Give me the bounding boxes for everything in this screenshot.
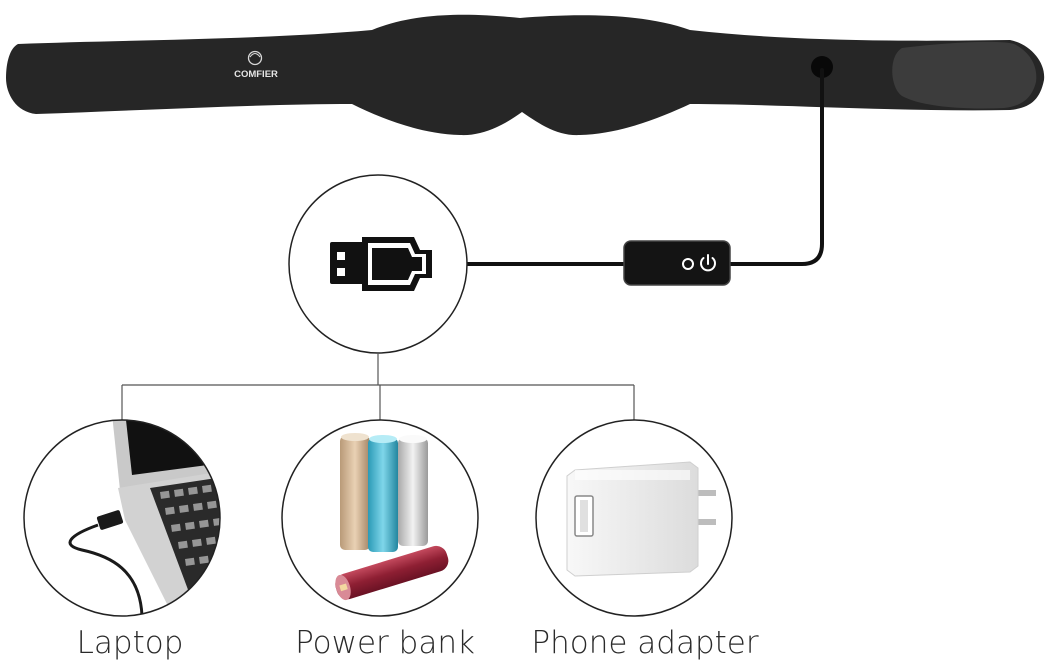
power-icon <box>700 254 716 272</box>
power-bank-source <box>281 419 479 617</box>
laptop-source <box>23 419 221 617</box>
power-bank-label: Power bank <box>295 625 475 661</box>
port-icon <box>811 56 833 78</box>
comfier-logo: COMFIER <box>234 50 278 80</box>
logo-text: COMFIER <box>234 69 278 80</box>
controller-box <box>623 240 731 286</box>
laptop-label: Laptop <box>76 625 184 661</box>
phone-adapter-source <box>535 419 733 617</box>
power-bank-icon <box>335 433 449 601</box>
usb-plug-icon <box>330 237 432 291</box>
inline-controller <box>623 240 731 286</box>
usb-plug-callout <box>288 174 468 354</box>
phone-adapter-icon <box>566 461 716 577</box>
indicator-light <box>682 258 694 270</box>
mask-body <box>6 14 1045 136</box>
mask-strap-end <box>892 41 1037 109</box>
eye-mask: COMFIER <box>6 14 1045 136</box>
phone-adapter-label: Phone adapter <box>531 625 759 661</box>
branch-connector <box>121 353 635 420</box>
